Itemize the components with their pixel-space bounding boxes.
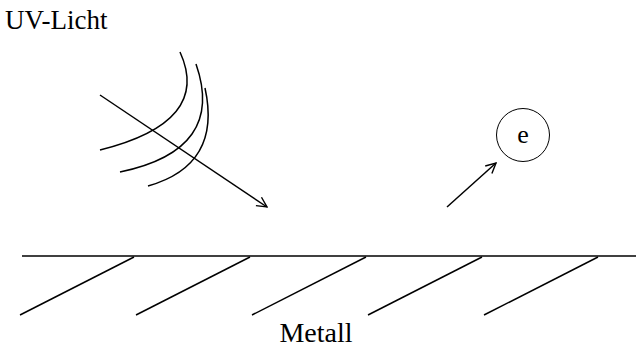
material-label: Metall (279, 318, 352, 349)
hatch-line (20, 257, 134, 315)
electron-motion-arrow (447, 163, 496, 207)
light-ray-arrow (100, 95, 267, 207)
hatch-line (136, 257, 250, 315)
hatch-line (484, 257, 598, 315)
light-label: UV-Licht (5, 6, 108, 36)
electron-circle: e (496, 108, 550, 162)
metal-surface (22, 255, 636, 257)
electron-symbol: e (517, 122, 529, 148)
wave-front (148, 88, 208, 186)
hatch-line (368, 257, 482, 315)
wave-front (100, 52, 187, 150)
hatch-line (252, 257, 366, 315)
